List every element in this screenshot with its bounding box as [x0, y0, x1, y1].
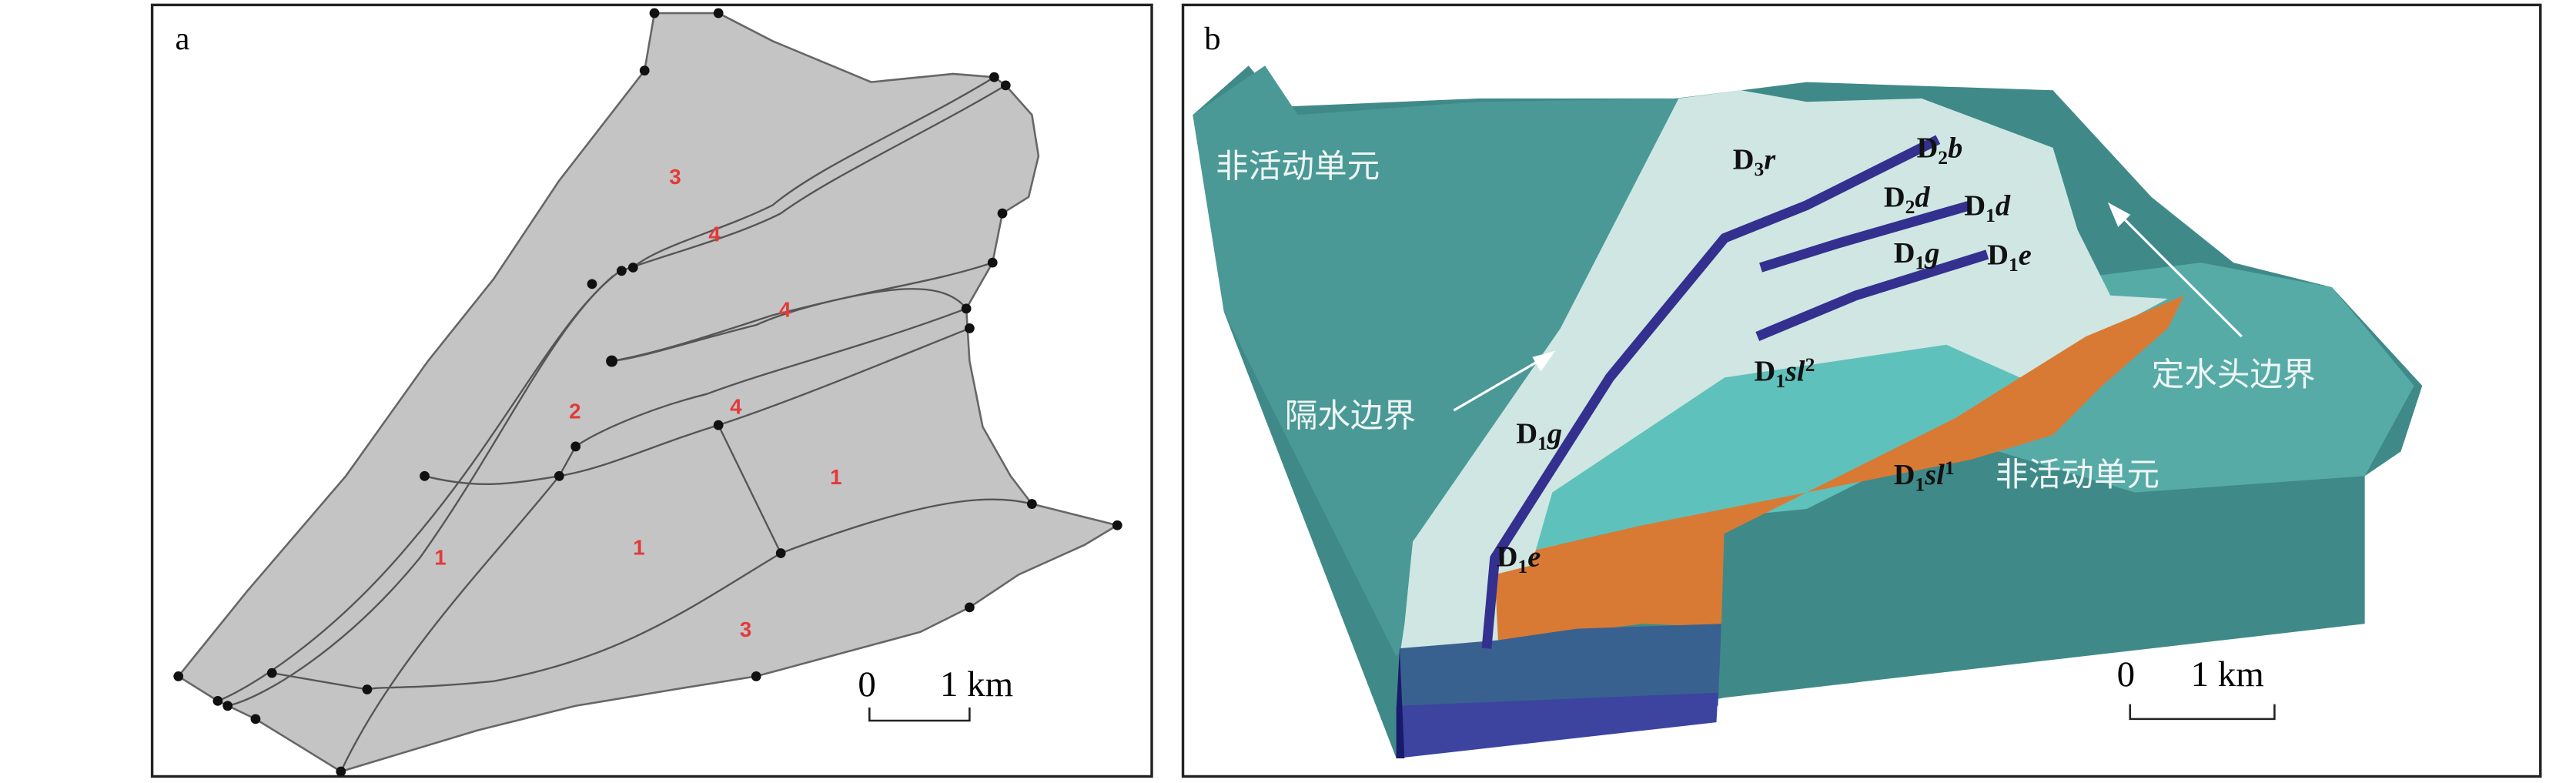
constant-head-boundary-label: 定水头边界 [2151, 356, 2315, 394]
svg-text:0: 0 [2117, 654, 2135, 694]
zone-label: 4 [779, 297, 791, 321]
boundary-nodes [173, 8, 1122, 777]
svg-text:1 km: 1 km [940, 664, 1013, 704]
stratum-label-d1g-left: D1g [1516, 418, 1562, 455]
stratum-label-d1e-left: D1e [1497, 541, 1541, 578]
stratum-label-d1d: D1d [1964, 189, 2011, 226]
zone-label: 3 [740, 617, 751, 641]
zone-label: 4 [730, 394, 742, 418]
inactive-cells-label-left: 非活动单元 [1216, 147, 1380, 186]
zone-label: 1 [633, 536, 644, 560]
model-domain [176, 12, 1120, 773]
zone-label: 3 [669, 165, 681, 189]
stratum-label-d2d: D2d [1884, 182, 1931, 219]
stratum-label-d3r: D3r [1733, 144, 1776, 181]
panel-a-label: a [175, 21, 189, 57]
stratum-label-d2b: D2b [1917, 132, 1963, 169]
stratum-label-d1g-top: D1g [1894, 237, 1940, 274]
zone-label: 1 [830, 465, 841, 489]
zone-label: 1 [434, 545, 446, 569]
scale-bar-a: 0 1 km [858, 664, 1013, 722]
no-flow-boundary-label: 隔水边界 [1285, 397, 1417, 435]
scale-bar-b: 0 1 km [2117, 654, 2276, 721]
inactive-cells-label-right: 非活动单元 [1996, 456, 2159, 494]
panel-b: b 非活动单元 非活动单元 隔水边界 定水头边界 [1181, 3, 2542, 778]
stratum-label-d1e-top: D1e [1987, 239, 2032, 276]
boundary-arrows [1453, 202, 2243, 412]
svg-text:0: 0 [858, 664, 875, 704]
zone-label: 2 [569, 400, 580, 423]
stratum-label-d1sl1: D1sl1 [1894, 457, 1955, 495]
panel-a: a 3 4 4 [150, 3, 1153, 778]
stratum-label-d1sl2: D1sl2 [1755, 353, 1815, 392]
model-3d-block [1193, 65, 2423, 759]
panel-b-label: b [1204, 21, 1220, 57]
svg-text:1 km: 1 km [2191, 654, 2264, 694]
stratum-bands [1481, 135, 1989, 649]
zone-label: 4 [708, 222, 721, 246]
